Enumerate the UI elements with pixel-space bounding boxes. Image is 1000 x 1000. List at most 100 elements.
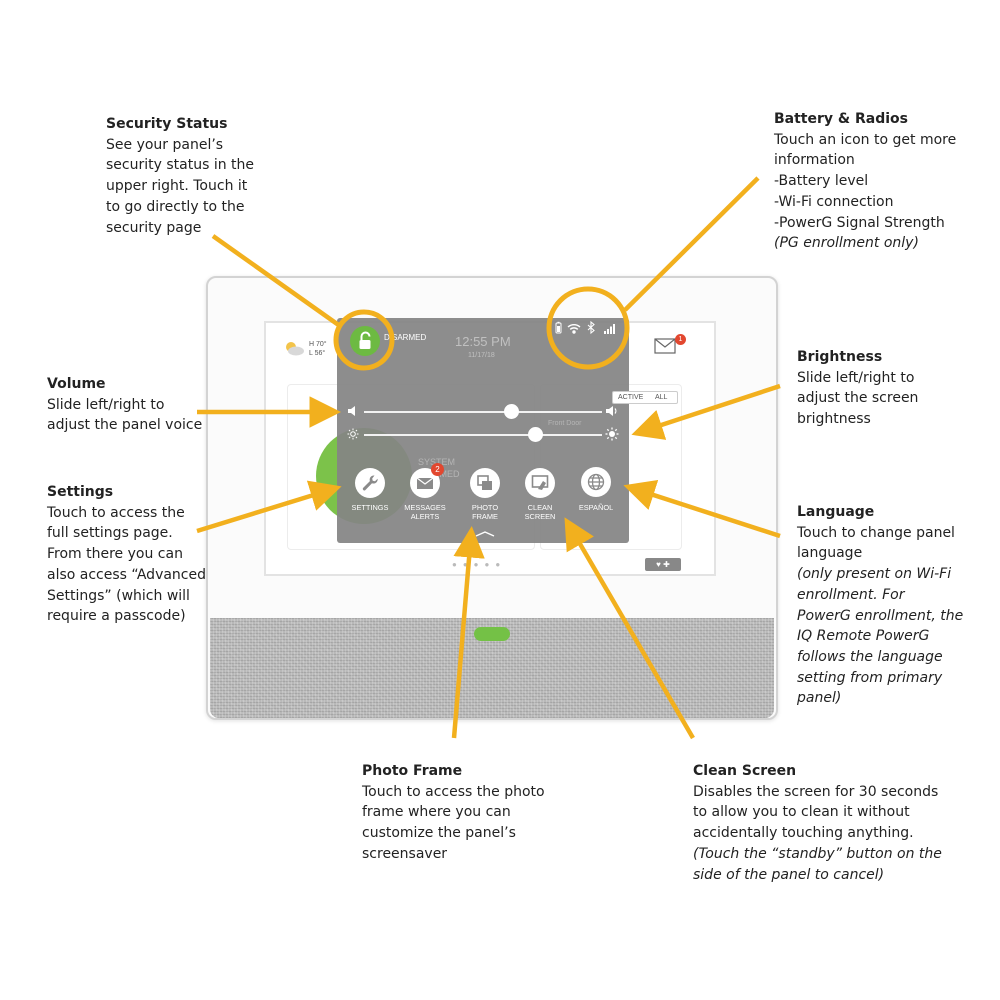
- callout-line: Touch to change panel: [797, 524, 955, 541]
- callout-line: -PowerG Signal Strength: [774, 214, 945, 231]
- callout-line: Slide left/right to: [47, 396, 165, 413]
- brightness-slider-knob[interactable]: [527, 427, 543, 442]
- callout-line: frame where you can: [362, 804, 511, 821]
- mail-badge: 1: [675, 334, 686, 345]
- callout-volume: Volume Slide left/right to adjust the pa…: [47, 374, 202, 436]
- envelope-icon: [416, 477, 434, 489]
- messages-badge: 2: [431, 463, 444, 476]
- callout-photo-frame: Photo Frame Touch to access the photo fr…: [362, 761, 545, 865]
- brightness-low-icon: [347, 428, 359, 440]
- callout-title: Battery & Radios: [774, 111, 908, 127]
- weather-high: H 70°: [309, 341, 327, 348]
- callout-note: PowerG enrollment, the: [797, 607, 964, 624]
- sensor-filter-toggle[interactable]: ACTIVE ALL: [612, 391, 678, 404]
- clock-time: 12:55 PM: [455, 334, 511, 349]
- callout-note: (only present on Wi-Fi: [797, 566, 952, 583]
- callout-line: accidentally touching anything.: [693, 825, 914, 842]
- callout-line: customize the panel’s: [362, 825, 516, 842]
- photo-frame-button[interactable]: [470, 468, 500, 498]
- callout-note: enrollment. For: [797, 586, 905, 603]
- brightness-high-icon: [605, 427, 619, 441]
- sensor-label: Front Door: [548, 420, 582, 427]
- callout-line: -Battery level: [774, 173, 869, 190]
- weather-icon: [286, 342, 304, 356]
- language-button[interactable]: [581, 467, 611, 497]
- callout-line: Touch an icon to get more: [774, 131, 957, 148]
- callout-line: From there you can: [47, 546, 183, 563]
- bluetooth-icon[interactable]: [587, 320, 595, 335]
- callout-line: adjust the panel voice: [47, 417, 203, 434]
- callout-brightness: Brightness Slide left/right to adjust th…: [797, 347, 918, 430]
- language-button-label: ESPAÑOL: [578, 503, 614, 512]
- callout-line: to go directly to the: [106, 198, 245, 215]
- clean-screen-button[interactable]: [525, 468, 555, 498]
- callout-line: brightness: [797, 411, 871, 428]
- callout-title: Language: [797, 504, 875, 520]
- weather-low: L 56°: [309, 350, 326, 357]
- callout-title: Brightness: [797, 349, 883, 365]
- callout-title: Settings: [47, 484, 114, 500]
- callout-note: panel): [797, 690, 842, 707]
- messages-button-label: ALERTS: [410, 512, 440, 521]
- callout-line: full settings page.: [47, 525, 173, 542]
- photo-frame-icon: [477, 475, 492, 490]
- callout-language: Language Touch to change panel language …: [797, 502, 963, 709]
- callout-line: Disables the screen for 30 seconds: [693, 783, 939, 800]
- globe-icon: [587, 473, 605, 491]
- callout-line: screensaver: [362, 845, 448, 862]
- callout-line: security status in the: [106, 157, 255, 174]
- clean-screen-button-label: CLEAN: [527, 503, 553, 512]
- callout-line: also access “Advanced: [47, 566, 207, 583]
- wrench-icon: [362, 475, 378, 491]
- callout-line: Slide left/right to: [797, 369, 915, 386]
- volume-slider-track[interactable]: [364, 411, 602, 413]
- callout-line: require a passcode): [47, 608, 186, 625]
- callout-note: (Touch the “standby” button on the: [693, 845, 942, 862]
- callout-note: IQ Remote PowerG: [797, 628, 930, 645]
- messages-button-label: MESSAGES: [404, 503, 446, 512]
- clean-screen-button-label: SCREEN: [524, 512, 556, 521]
- photo-frame-button-label: PHOTO: [471, 503, 499, 512]
- chevron-up-icon[interactable]: [474, 530, 496, 538]
- battery-icon[interactable]: [555, 321, 562, 334]
- toggle-active[interactable]: ACTIVE: [618, 394, 644, 401]
- speaker-icon: [348, 406, 355, 416]
- system-label: ARMED: [427, 469, 460, 479]
- settings-button[interactable]: [355, 468, 385, 498]
- wifi-icon[interactable]: [567, 324, 581, 334]
- settings-button-label: SETTINGS: [351, 503, 389, 512]
- callout-clean-screen: Clean Screen Disables the screen for 30 …: [693, 761, 942, 885]
- security-status-button[interactable]: [350, 326, 380, 356]
- callout-line: Settings” (which will: [47, 587, 190, 604]
- callout-note: setting from primary: [797, 669, 943, 686]
- callout-title: Photo Frame: [362, 763, 463, 779]
- clean-screen-icon: [531, 475, 549, 490]
- callout-line: -Wi-Fi connection: [774, 193, 894, 210]
- callout-line: information: [774, 152, 855, 169]
- signal-strength-icon[interactable]: [604, 324, 615, 334]
- system-label: SYSTEM: [418, 457, 456, 467]
- callout-line: security page: [106, 219, 202, 236]
- callout-title: Clean Screen: [693, 763, 797, 779]
- toggle-all[interactable]: ALL: [655, 394, 668, 401]
- callout-settings: Settings Touch to access the full settin…: [47, 482, 206, 627]
- status-icons-bar: [555, 320, 615, 335]
- photo-frame-button-label: FRAME: [472, 512, 498, 521]
- unlocked-padlock-icon: [359, 331, 371, 349]
- callout-line: language: [797, 545, 863, 562]
- callout-note: follows the language: [797, 648, 943, 665]
- callout-note: side of the panel to cancel): [693, 866, 885, 883]
- emergency-button[interactable]: ♥ ✚: [645, 558, 681, 571]
- callout-line: Touch to access the: [47, 504, 185, 521]
- callout-line: See your panel’s: [106, 136, 224, 153]
- callout-note: (PG enrollment only): [774, 235, 919, 252]
- envelope-icon[interactable]: [654, 338, 676, 354]
- callout-battery-radios: Battery & Radios Touch an icon to get mo…: [774, 109, 956, 254]
- speaker-loud-icon: [606, 406, 617, 416]
- callout-line: to allow you to clean it without: [693, 804, 910, 821]
- callout-title: Volume: [47, 376, 106, 392]
- brightness-slider-track[interactable]: [364, 434, 602, 436]
- weather-temps: H 70° L 56°: [309, 340, 327, 358]
- callout-title: Security Status: [106, 116, 228, 132]
- volume-slider-knob[interactable]: [504, 404, 520, 419]
